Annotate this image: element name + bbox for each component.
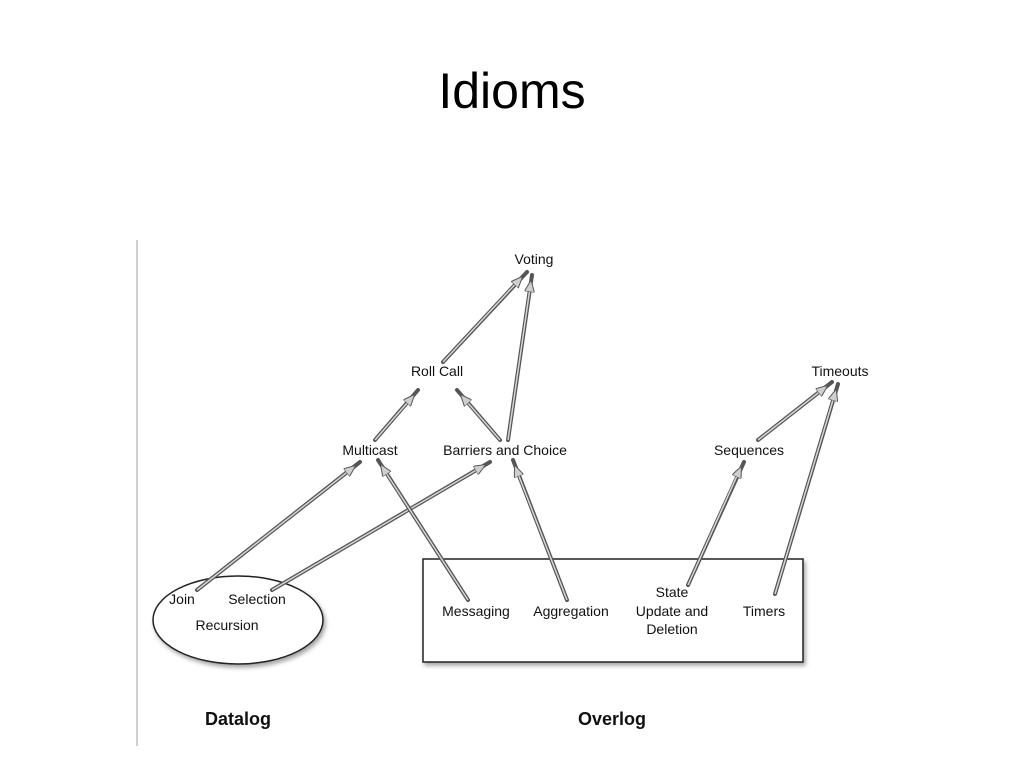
arrow-barriers-to-rollcall	[455, 388, 502, 442]
node-selection: Selection	[228, 591, 286, 607]
arrows	[195, 270, 840, 602]
node-roll-call: Roll Call	[411, 363, 463, 379]
group-label-overlog: Overlog	[578, 709, 646, 729]
arrow-aggregation-to-barriers	[511, 458, 569, 602]
arrow-join-to-multicast	[195, 460, 362, 592]
arrow-rollcall-to-voting	[441, 270, 529, 364]
arrow-messaging-to-multicast	[376, 458, 470, 602]
node-aggregation: Aggregation	[533, 603, 609, 619]
group-label-datalog: Datalog	[205, 709, 271, 729]
arrow-timers-to-timeouts	[773, 382, 840, 596]
arrow-sequences-to-timeouts	[756, 380, 834, 442]
arrow-multicast-to-rollcall	[373, 388, 420, 442]
node-recursion: Recursion	[195, 617, 258, 633]
node-labels: Voting Roll Call Timeouts Multicast Barr…	[169, 251, 868, 637]
overlog-box	[422, 558, 804, 663]
node-timeouts: Timeouts	[811, 363, 868, 379]
slide-title: Idioms	[438, 63, 586, 119]
node-state-line2: Update and	[636, 603, 708, 619]
node-sequences: Sequences	[714, 442, 784, 458]
node-multicast: Multicast	[342, 442, 397, 458]
node-state-line3: Deletion	[646, 621, 697, 637]
datalog-ellipse	[152, 575, 324, 665]
node-barriers-and-choice: Barriers and Choice	[443, 442, 567, 458]
node-voting: Voting	[515, 251, 554, 267]
node-messaging: Messaging	[442, 603, 510, 619]
arrow-barriers-to-voting	[506, 273, 532, 442]
node-join: Join	[169, 591, 195, 607]
node-timers: Timers	[743, 603, 785, 619]
arrow-selection-to-barriers	[270, 460, 492, 592]
arrow-state-to-sequences	[686, 460, 746, 587]
node-state-line1: State	[656, 584, 689, 600]
